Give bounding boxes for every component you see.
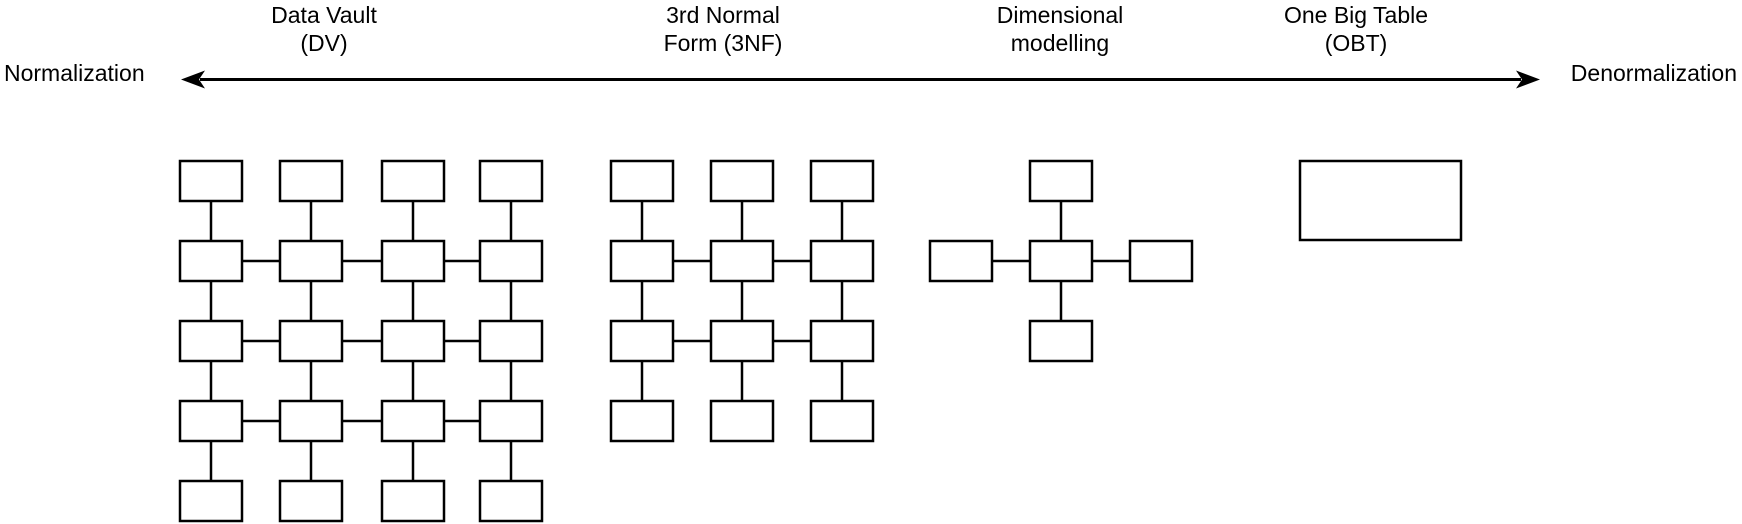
table-box [278, 479, 344, 523]
table-box [1028, 239, 1094, 283]
table-box [278, 399, 344, 443]
table-box [380, 319, 446, 363]
table-box [178, 319, 244, 363]
table-box [1298, 159, 1463, 242]
category-label-data-vault-line1: Data Vault [271, 2, 377, 28]
table-box [609, 319, 675, 363]
table-box [478, 479, 544, 523]
table-box [380, 399, 446, 443]
category-label-obt-line2: (OBT) [1324, 30, 1388, 56]
table-box [1128, 239, 1194, 283]
category-label-data-vault: Data Vault (DV) [271, 1, 377, 57]
category-label-obt: One Big Table (OBT) [1284, 1, 1428, 57]
table-box [178, 159, 244, 203]
table-box [609, 399, 675, 443]
table-box [809, 159, 875, 203]
table-box [478, 159, 544, 203]
table-box [178, 239, 244, 283]
data-vault-schema [178, 159, 544, 523]
table-box [709, 239, 775, 283]
axis-label-denormalization: Denormalization [1570, 60, 1737, 86]
table-box [809, 319, 875, 363]
one-big-table-schema [1298, 159, 1463, 242]
table-box [278, 159, 344, 203]
third-normal-form-schema [609, 159, 875, 443]
table-box [380, 479, 446, 523]
category-label-3nf-line2: Form (3NF) [663, 30, 783, 56]
category-label-dimensional-line2: modelling [1010, 30, 1110, 56]
category-label-3nf-line1: 3rd Normal [666, 2, 780, 28]
table-box [278, 239, 344, 283]
table-box [928, 239, 994, 283]
table-box [809, 239, 875, 283]
table-box [709, 399, 775, 443]
category-label-dimensional: Dimensional modelling [997, 1, 1124, 57]
axis-label-normalization: Normalization [4, 60, 145, 86]
table-box [1028, 159, 1094, 203]
table-box [1028, 319, 1094, 363]
spectrum-arrow [181, 70, 1540, 89]
table-box [478, 239, 544, 283]
table-box [709, 319, 775, 363]
table-box [380, 159, 446, 203]
category-label-dimensional-line1: Dimensional [996, 2, 1124, 28]
table-box [478, 319, 544, 363]
category-label-data-vault-line2: (DV) [300, 30, 348, 56]
star-schema [928, 159, 1194, 363]
table-box [609, 239, 675, 283]
table-box [478, 399, 544, 443]
table-box [809, 399, 875, 443]
category-label-3nf: 3rd Normal Form (3NF) [664, 1, 783, 57]
arrowhead-right-icon [1516, 70, 1540, 89]
table-box [380, 239, 446, 283]
table-box [609, 159, 675, 203]
arrowhead-left-icon [181, 70, 205, 89]
category-label-obt-line1: One Big Table [1283, 2, 1429, 28]
table-box [709, 159, 775, 203]
table-box [178, 399, 244, 443]
table-box [278, 319, 344, 363]
table-box [178, 479, 244, 523]
